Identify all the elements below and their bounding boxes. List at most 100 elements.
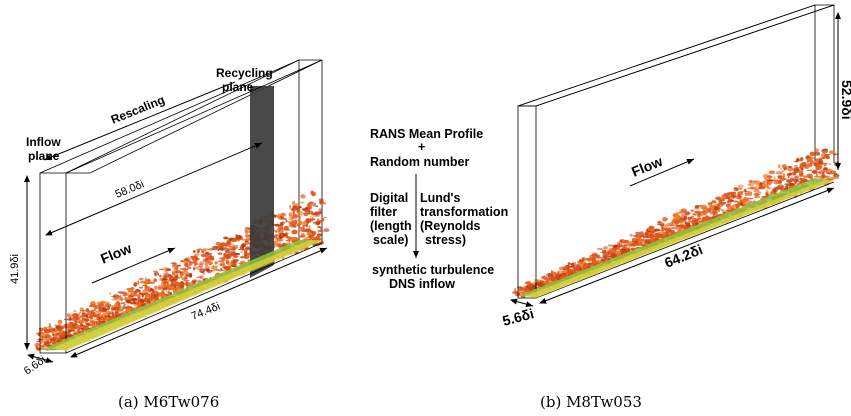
turbulence-blob xyxy=(207,261,214,265)
turbulence-blob xyxy=(316,218,320,221)
turbulence-blob xyxy=(69,329,76,332)
turbulence-blob xyxy=(597,254,601,259)
turbulence-blob xyxy=(46,334,52,339)
turbulence-blob xyxy=(217,252,223,255)
turbulence-blob xyxy=(315,236,319,241)
turbulence-blob xyxy=(226,244,232,246)
turbulence-blob xyxy=(772,188,777,194)
turbulence-blob xyxy=(131,297,138,302)
turbulence-blob xyxy=(661,223,663,225)
turbulence-blob xyxy=(198,263,204,268)
turbulence-blob xyxy=(657,221,662,224)
turbulence-blob xyxy=(744,191,747,196)
turbulence-blob xyxy=(91,309,97,311)
turbulence-blob xyxy=(781,170,787,172)
turbulence-blob xyxy=(790,178,795,182)
turbulence-blob xyxy=(709,211,714,215)
turbulence-blob xyxy=(630,245,636,248)
turbulence-blob xyxy=(737,193,740,198)
recycling-plane-shape xyxy=(250,86,274,278)
turbulence-blob xyxy=(299,201,305,204)
turbulence-blob xyxy=(122,294,126,297)
turbulence-blob xyxy=(309,201,313,206)
turbulence-blob xyxy=(760,184,762,190)
turbulence-blob xyxy=(764,177,767,180)
turbulence-blob xyxy=(70,313,77,318)
turbulence-blob xyxy=(166,267,170,272)
turbulence-blob xyxy=(244,227,250,230)
turbulence-blob xyxy=(112,312,115,316)
turbulence-blob xyxy=(579,262,582,267)
turbulence-blob xyxy=(185,282,189,287)
turbulence-blob xyxy=(43,326,47,332)
turbulence-blob xyxy=(310,233,313,236)
turbulence-blob xyxy=(85,308,90,313)
turbulence-blob xyxy=(57,337,60,340)
turbulence-blob xyxy=(310,218,316,221)
turbulence-blob xyxy=(127,288,134,293)
turbulence-blob xyxy=(298,226,303,230)
turbulence-blob xyxy=(303,214,308,217)
turbulence-blob xyxy=(318,208,322,212)
turbulence-blob xyxy=(784,183,788,186)
turbulence-blob xyxy=(244,240,248,243)
turbulence-blob xyxy=(614,250,622,255)
turbulence-blob xyxy=(308,225,311,230)
turbulence-blob xyxy=(305,217,308,223)
turbulence-blob xyxy=(130,302,135,305)
turbulence-blob xyxy=(802,165,807,168)
turbulence-blob xyxy=(735,203,741,207)
turbulence-blob xyxy=(626,247,629,252)
turbulence-blob xyxy=(213,268,220,271)
turbulence-blob xyxy=(317,233,322,236)
turbulence-blob xyxy=(287,221,292,223)
turbulence-blob xyxy=(565,266,569,268)
turbulence-blob xyxy=(762,183,769,188)
turbulence-blob xyxy=(796,159,800,162)
turbulence-blob xyxy=(61,325,65,328)
turbulence-blob xyxy=(291,237,297,241)
turbulence-blob xyxy=(126,299,132,304)
turbulence-blob xyxy=(283,228,290,231)
turbulence-blob xyxy=(79,309,87,312)
turbulence-blob xyxy=(318,230,324,233)
turbulence-blob xyxy=(820,168,824,173)
turbulence-blob xyxy=(317,229,320,232)
turbulence-blob xyxy=(619,243,623,246)
turbulence-blob xyxy=(807,175,812,179)
turbulence-blob xyxy=(193,282,196,284)
turbulence-blob xyxy=(746,187,754,190)
right-turbulence-field xyxy=(512,148,840,298)
plus-text: + xyxy=(418,140,425,154)
turbulence-blob xyxy=(145,294,150,298)
lund-line3: (Reynolds xyxy=(420,219,480,233)
turbulence-blob xyxy=(127,306,133,309)
turbulence-blob xyxy=(297,211,304,216)
turbulence-blob xyxy=(740,201,743,206)
turbulence-blob xyxy=(39,339,43,345)
turbulence-blob xyxy=(208,270,215,272)
dim-arrow-58 xyxy=(45,142,263,236)
turbulence-blob xyxy=(192,279,198,281)
turbulence-blob xyxy=(704,205,707,208)
turbulence-blob xyxy=(635,231,641,236)
turbulence-blob xyxy=(89,304,97,307)
turbulence-blob xyxy=(162,275,169,277)
turbulence-blob xyxy=(231,244,239,247)
turbulence-blob xyxy=(766,182,769,185)
rescaling-arrow xyxy=(43,81,236,161)
left-flow-label: Flow xyxy=(98,240,134,267)
turbulence-blob xyxy=(318,198,324,202)
turbulence-blob xyxy=(82,311,85,316)
turbulence-blob xyxy=(226,250,230,253)
turbulence-blob xyxy=(235,235,242,240)
turbulence-blob xyxy=(163,287,168,291)
turbulence-blob xyxy=(292,224,297,228)
turbulence-blob xyxy=(78,326,81,329)
turbulence-blob xyxy=(96,301,99,305)
turbulence-blob xyxy=(788,165,792,168)
turbulence-blob xyxy=(667,228,670,232)
turbulence-blob xyxy=(532,282,535,285)
turbulence-blob xyxy=(699,204,702,209)
turbulence-blob xyxy=(806,161,810,166)
